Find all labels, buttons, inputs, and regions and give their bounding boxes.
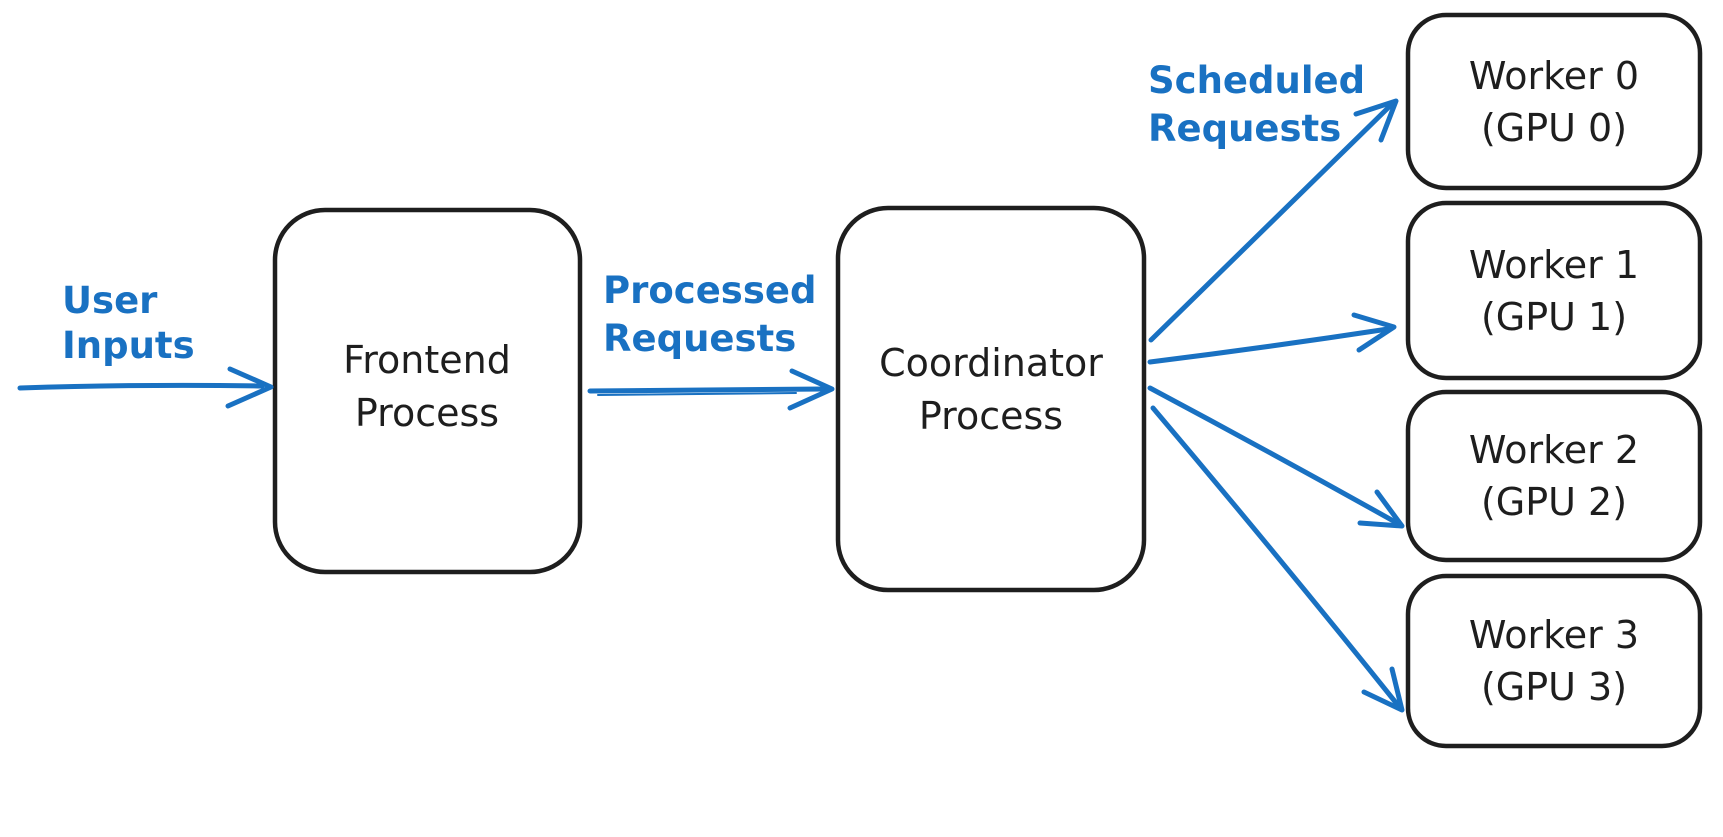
arrow-head	[1357, 489, 1405, 529]
coordinator-label-line1: Coordinator	[879, 341, 1103, 385]
scheduled-requests-arrow-worker-1	[1147, 312, 1397, 365]
scheduled-requests-arrow-worker-3	[1150, 405, 1405, 713]
arrow-head	[1351, 312, 1397, 353]
arrow-head	[225, 366, 274, 409]
arrow-shaft	[1148, 101, 1395, 343]
worker-1-label-line1: Worker 1	[1469, 243, 1639, 287]
arrow-shaft	[1147, 385, 1400, 526]
user-inputs-label-line2: Inputs	[62, 324, 195, 367]
worker-0-label-line2: (GPU 0)	[1481, 106, 1627, 150]
worker-3-label-line1: Worker 3	[1469, 613, 1639, 657]
user-inputs-arrow	[17, 366, 274, 409]
user-inputs-label-line1: User	[62, 279, 158, 322]
arrow-shaft	[1147, 326, 1391, 365]
worker-2-node	[1405, 389, 1703, 563]
scheduled-requests-label-line1: Scheduled	[1148, 59, 1365, 102]
arrow-head	[1353, 98, 1399, 143]
arrow-shaft-sketch-stroke	[597, 392, 797, 396]
processed-requests-label-line1: Processed	[603, 269, 816, 312]
scheduled-requests-arrow-worker-2	[1147, 385, 1405, 529]
worker-3-node	[1405, 573, 1703, 749]
processed-requests-arrow	[587, 368, 835, 411]
worker-2-label-line2: (GPU 2)	[1481, 480, 1627, 524]
scheduled-requests-arrow-worker-0	[1148, 98, 1399, 343]
arrow-head	[787, 368, 835, 411]
worker-0-node	[1405, 12, 1703, 191]
arrow-shaft	[1150, 405, 1400, 707]
frontend-process-node	[272, 207, 583, 575]
worker-2-label-line1: Worker 2	[1469, 428, 1639, 472]
arrow-shaft	[17, 382, 265, 391]
scheduled-requests-label-line2: Requests	[1148, 107, 1341, 150]
worker-1-node	[1405, 200, 1703, 381]
processed-requests-label-line2: Requests	[603, 317, 796, 360]
frontend-label-line1: Frontend	[343, 338, 511, 382]
coordinator-label-line2: Process	[919, 394, 1063, 438]
worker-1-label-line2: (GPU 1)	[1481, 295, 1627, 339]
worker-0-label-line1: Worker 0	[1469, 54, 1639, 98]
arrow-shaft	[587, 386, 827, 394]
worker-3-label-line2: (GPU 3)	[1481, 665, 1627, 709]
coordinator-process-node	[835, 205, 1147, 593]
arrow-head	[1361, 666, 1405, 713]
frontend-label-line2: Process	[355, 391, 499, 435]
